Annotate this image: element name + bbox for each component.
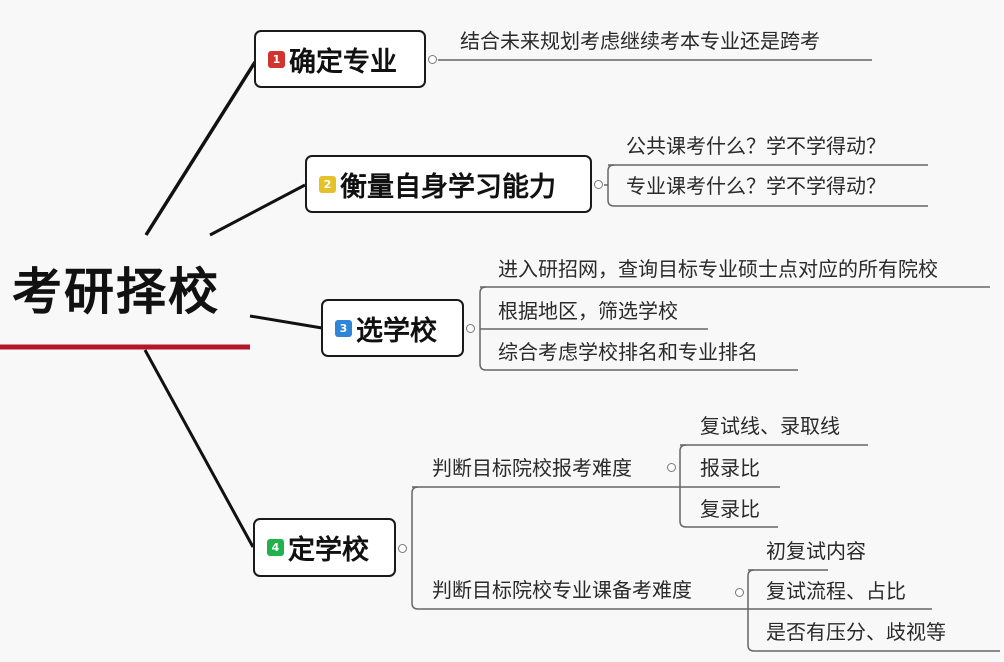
topic-label: 确定专业 [289, 46, 397, 78]
subtopic[interactable]: 综合考虑学校排名和专业排名 [498, 340, 758, 364]
priority-2-icon: 2 [319, 175, 336, 193]
priority-3-icon: 3 [335, 319, 352, 337]
collapse-toggle[interactable] [398, 544, 407, 553]
subtopic[interactable]: 结合未来规划考虑继续考本专业还是跨考 [460, 29, 820, 53]
subtopic[interactable]: 专业课考什么？学不学得动？ [626, 174, 886, 198]
topic-label: 衡量自身学习能力 [340, 171, 556, 203]
topic-2-assess-learning-ability[interactable]: 2 衡量自身学习能力 [305, 155, 592, 213]
subtopic-major-course-difficulty[interactable]: 判断目标院校专业课备考难度 [432, 578, 692, 602]
topic-label: 定学校 [288, 535, 369, 566]
subtopic[interactable]: 是否有压分、歧视等 [766, 620, 946, 644]
collapse-toggle[interactable] [667, 463, 676, 472]
root-topic[interactable]: 考研择校 [12, 263, 220, 321]
subtopic[interactable]: 复试线、录取线 [700, 414, 840, 438]
subtopic-application-difficulty[interactable]: 判断目标院校报考难度 [432, 456, 632, 480]
subtopic[interactable]: 公共课考什么？学不学得动？ [626, 134, 886, 158]
subtopic[interactable]: 根据地区，筛选学校 [498, 299, 678, 323]
priority-4-icon: 4 [267, 539, 284, 556]
collapse-toggle[interactable] [735, 588, 744, 597]
topic-4-decide-school[interactable]: 4 定学校 [253, 518, 396, 577]
subtopic[interactable]: 复试流程、占比 [766, 579, 906, 603]
collapse-toggle[interactable] [594, 180, 603, 189]
topic-label: 选学校 [356, 315, 437, 347]
subtopic[interactable]: 进入研招网，查询目标专业硕士点对应的所有院校 [498, 257, 938, 281]
subtopic[interactable]: 报录比 [700, 456, 760, 480]
collapse-toggle[interactable] [428, 55, 437, 64]
priority-1-icon: 1 [268, 50, 285, 68]
subtopic[interactable]: 初复试内容 [766, 539, 866, 563]
collapse-toggle[interactable] [466, 324, 475, 333]
topic-1-determine-major[interactable]: 1 确定专业 [254, 30, 426, 88]
topic-3-select-school[interactable]: 3 选学校 [321, 299, 464, 357]
subtopic[interactable]: 复录比 [700, 497, 760, 521]
